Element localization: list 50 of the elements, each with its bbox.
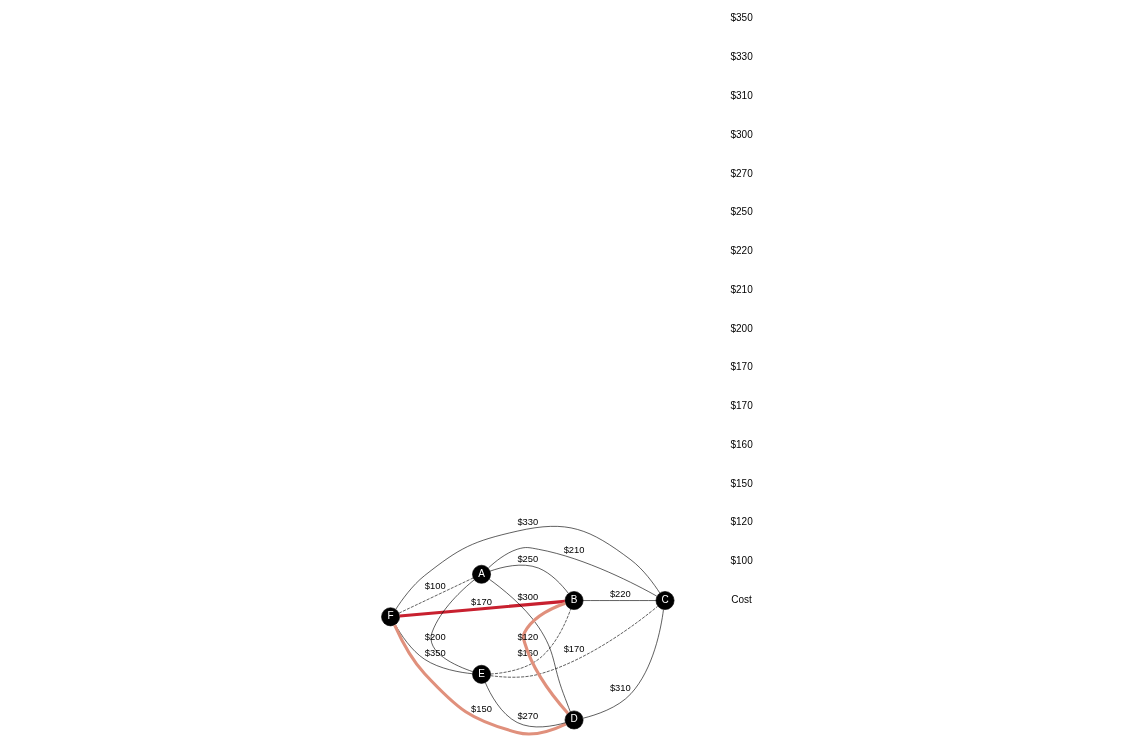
connector: [399, 599, 565, 618]
node-circle: D: [564, 710, 583, 730]
connector: [582, 609, 664, 719]
connector: [521, 601, 569, 715]
edge-label: $270: [516, 711, 538, 722]
node-circle: E: [471, 664, 491, 684]
edge-label: $350: [424, 648, 446, 659]
label: $120: [729, 516, 753, 528]
edge-label: $200: [424, 631, 446, 642]
connector: [489, 608, 571, 675]
label: $310: [729, 90, 753, 102]
edge-label: $120: [516, 631, 538, 642]
edge-label: $170: [563, 644, 584, 655]
edge-label: $210: [563, 545, 584, 556]
connector: [582, 600, 656, 601]
connector: [395, 526, 660, 610]
label: $270: [729, 167, 753, 179]
label: $150: [729, 477, 753, 489]
connector: [488, 578, 571, 712]
connector: [484, 682, 566, 728]
label: $200: [729, 322, 753, 334]
connector: [398, 577, 473, 614]
node-circle: C: [655, 591, 674, 610]
edge-label: $330: [516, 516, 538, 527]
label: $300: [729, 128, 753, 140]
connector: [392, 624, 566, 736]
edge-label: $170: [470, 596, 492, 607]
label: $250: [729, 206, 753, 218]
edge-label: $250: [516, 554, 538, 565]
label: $330: [729, 51, 753, 63]
edge-label: $300: [516, 591, 538, 602]
label: $220: [729, 245, 753, 257]
edge-label: $310: [609, 682, 631, 693]
label: $160: [729, 438, 753, 450]
label: $350: [729, 12, 753, 24]
connector: [489, 564, 569, 594]
edge-label: $100: [424, 580, 446, 591]
label: $170: [729, 361, 753, 373]
node-circle: F: [380, 607, 400, 627]
label: Cost: [730, 593, 752, 605]
edge-label: $220: [609, 589, 631, 600]
connector: [489, 606, 658, 678]
label: $210: [729, 283, 753, 295]
label: $170: [729, 400, 753, 412]
edge-label: $150: [470, 703, 492, 714]
label: $100: [729, 555, 753, 567]
node-circle: A: [471, 564, 491, 584]
connector: [487, 547, 657, 597]
connector: [430, 579, 474, 672]
node-circle: B: [564, 591, 583, 610]
